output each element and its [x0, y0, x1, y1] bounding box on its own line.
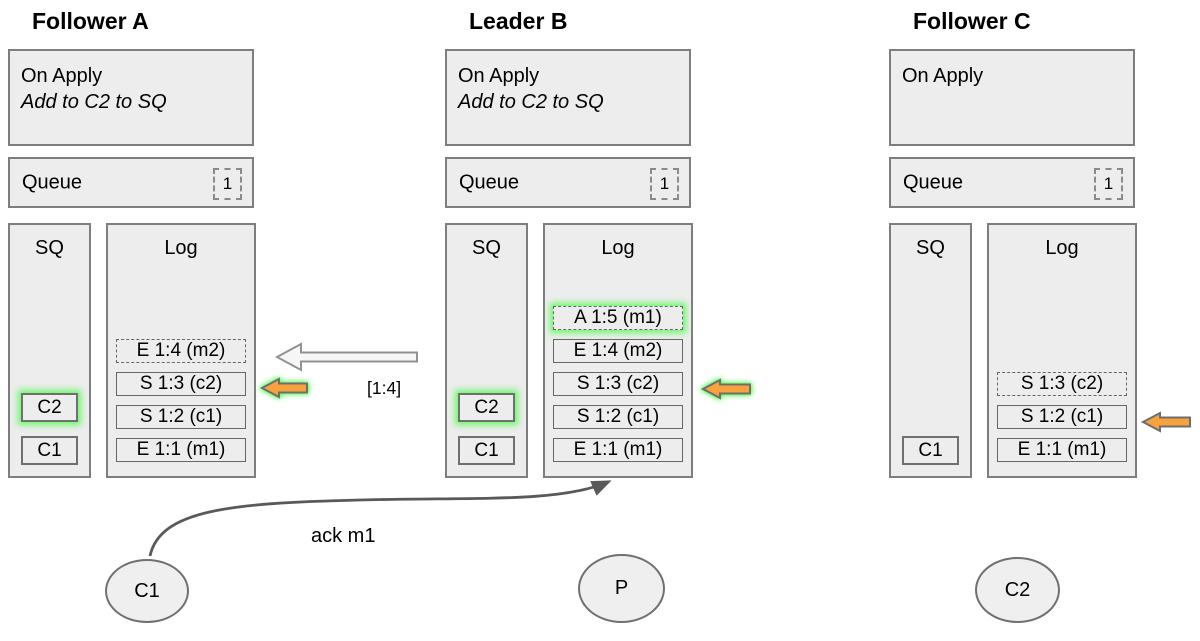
log-label: Log [1045, 237, 1079, 259]
log-entries: E 1:4 (m2) S 1:3 (c2) S 1:2 (c1) E 1:1 (… [108, 339, 254, 476]
on-apply-label: On Apply [902, 65, 984, 87]
apply-pointer-arrow-icon-c [1141, 411, 1191, 433]
log-box: Log A 1:5 (m1) E 1:4 (m2) S 1:3 (c2) S 1… [543, 223, 693, 478]
log-entry: S 1:2 (c1) [553, 405, 683, 429]
log-box: Log E 1:4 (m2) S 1:3 (c2) S 1:2 (c1) E 1… [106, 223, 256, 478]
log-label: Log [601, 237, 635, 259]
on-apply-note: Add to C2 to SQ [21, 91, 167, 113]
log-entry: E 1:4 (m2) [116, 339, 246, 363]
on-apply-note: Add to C2 to SQ [458, 91, 604, 113]
sq-item: C2 [21, 393, 78, 422]
queue-count: 1 [213, 168, 242, 200]
log-entry: S 1:3 (c2) [553, 372, 683, 396]
log-entry: S 1:3 (c2) [997, 372, 1127, 396]
sq-item: C1 [902, 436, 959, 465]
sq-item: C1 [458, 436, 515, 465]
apply-pointer-arrow-icon-a [260, 377, 308, 399]
client-c2-ellipse: C2 [975, 557, 1060, 623]
apply-pointer-arrow-icon-b [701, 378, 751, 400]
log-entry: S 1:3 (c2) [116, 372, 246, 396]
node-title: Follower A [32, 8, 149, 34]
append-entries-arrow-icon [275, 342, 418, 372]
sq-item: C2 [458, 393, 515, 422]
sq-items: C2 C1 [447, 393, 526, 476]
on-apply-box: On Apply Add to C2 to SQ [445, 49, 691, 146]
ack-label: ack m1 [311, 525, 376, 547]
log-entry: S 1:2 (c1) [116, 405, 246, 429]
log-entries: A 1:5 (m1) E 1:4 (m2) S 1:3 (c2) S 1:2 (… [545, 306, 691, 476]
log-label: Log [164, 237, 198, 259]
sq-items: C1 [891, 436, 970, 476]
node-follower-c: Follower C On Apply Queue 1 SQ C1 Log S … [889, 0, 1137, 500]
sq-label: SQ [916, 237, 945, 259]
client-label: P [614, 577, 629, 599]
sq-label: SQ [35, 237, 64, 259]
log-entry: E 1:4 (m2) [553, 339, 683, 363]
log-entry: S 1:2 (c1) [997, 405, 1127, 429]
node-leader-b: Leader B On Apply Add to C2 to SQ Queue … [445, 0, 693, 500]
sq-item: C1 [21, 436, 78, 465]
queue-count: 1 [650, 168, 679, 200]
node-title: Follower C [913, 8, 1031, 34]
queue-box: Queue 1 [8, 157, 254, 208]
node-title: Leader B [469, 8, 568, 34]
node-follower-a: Follower A On Apply Add to C2 to SQ Queu… [8, 0, 256, 500]
log-entry: E 1:1 (m1) [997, 438, 1127, 462]
queue-box: Queue 1 [889, 157, 1135, 208]
sq-box: SQ C1 [889, 223, 972, 478]
sq-label: SQ [472, 237, 501, 259]
log-box: Log S 1:3 (c2) S 1:2 (c1) E 1:1 (m1) [987, 223, 1137, 478]
queue-count: 1 [1094, 168, 1123, 200]
sq-box: SQ C2 C1 [8, 223, 91, 478]
queue-box: Queue 1 [445, 157, 691, 208]
sq-box: SQ C2 C1 [445, 223, 528, 478]
append-entries-range-label: [1:4] [367, 378, 402, 398]
client-label: C2 [1004, 578, 1031, 601]
queue-label: Queue [903, 171, 964, 193]
on-apply-label: On Apply [21, 65, 103, 87]
log-entry: E 1:1 (m1) [116, 438, 246, 462]
queue-label: Queue [459, 171, 520, 193]
log-entry: E 1:1 (m1) [553, 438, 683, 462]
queue-label: Queue [22, 171, 83, 193]
log-entry: A 1:5 (m1) [553, 306, 683, 330]
on-apply-label: On Apply [458, 65, 540, 87]
proposer-p-ellipse: P [578, 554, 665, 623]
client-c1-ellipse: C1 [105, 559, 189, 623]
on-apply-box: On Apply Add to C2 to SQ [8, 49, 254, 146]
on-apply-box: On Apply [889, 49, 1135, 146]
log-entries: S 1:3 (c2) S 1:2 (c1) E 1:1 (m1) [989, 372, 1135, 476]
sq-items: C2 C1 [10, 393, 89, 476]
client-label: C1 [134, 579, 160, 602]
